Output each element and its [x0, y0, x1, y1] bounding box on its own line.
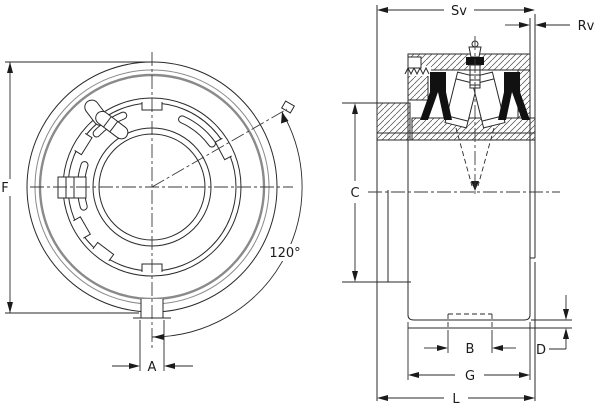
seal-right-icon: [498, 72, 530, 120]
section-view: [342, 5, 572, 401]
dim-label-a: A: [148, 360, 157, 375]
dim-label-l: L: [452, 392, 460, 407]
collar-cam-slots: [77, 111, 216, 211]
dim-label-c: C: [350, 186, 359, 201]
dim-label-d: D: [536, 343, 546, 358]
dim-label-f: F: [1, 181, 8, 196]
outer-cylinder-outline: [407, 18, 531, 321]
dim-label-b: B: [466, 342, 475, 357]
setscrew-upper-icon: [95, 110, 129, 140]
diagonal-centerline: [151, 108, 288, 188]
inner-ring-section: [411, 117, 536, 141]
dim-label-g: G: [465, 369, 475, 384]
load-line-left: [455, 127, 473, 187]
locking-collar-section: [376, 102, 411, 141]
section-view-dimensions: Sv Rv C B D G: [345, 4, 595, 407]
load-line-right: [477, 127, 495, 187]
dim-label-sv: Sv: [451, 4, 467, 19]
housing-corner-block: [407, 56, 422, 69]
setscrew-position-tick: [280, 100, 296, 114]
front-view-dimensions: F A 120°: [0, 61, 305, 375]
dim-label-rv: Rv: [578, 19, 595, 34]
dim-label-120: 120°: [269, 246, 300, 261]
front-view: [26, 52, 296, 350]
seal-left-icon: [420, 72, 452, 120]
setscrew-left-icon: [57, 176, 87, 199]
thread-zigzag-icon: [404, 66, 430, 76]
